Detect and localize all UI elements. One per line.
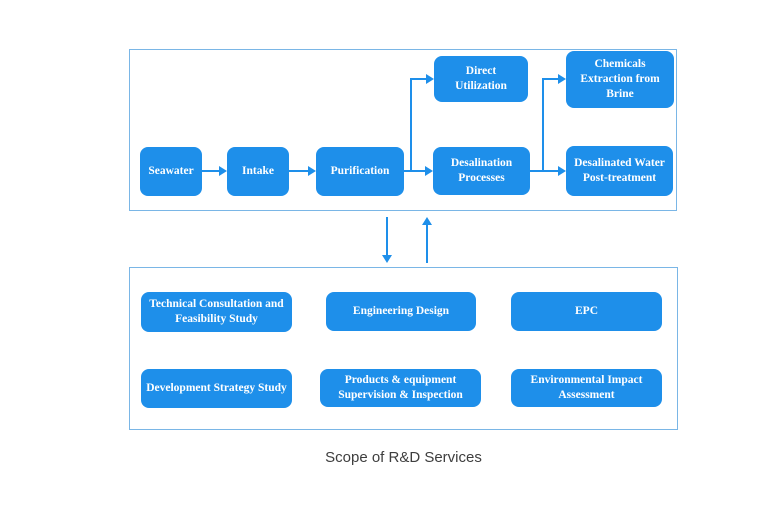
node-technical-consultation: Technical Consultation and Feasibility S… xyxy=(141,292,292,332)
arrow-purification-to-direct-utilization-head xyxy=(426,74,434,84)
arrow-services-to-flow-head xyxy=(422,217,432,225)
arrow-desalination-to-chemicals-head xyxy=(558,74,566,84)
node-engineering-design-label: Engineering Design xyxy=(352,304,450,317)
arrow-intake-to-purification-head xyxy=(308,166,316,176)
arrow-purification-to-direct-utilization-vline xyxy=(410,78,412,172)
node-epc: EPC xyxy=(511,292,662,331)
arrow-desalination-to-post-treatment-line xyxy=(530,170,558,172)
arrow-desalination-to-chemicals-hline xyxy=(542,78,558,80)
node-chemicals-extraction: Chemicals Extraction from Brine xyxy=(566,51,674,108)
node-technical-consultation-label: Technical Consultation and Feasibility S… xyxy=(149,297,284,325)
node-desalination-processes-label: Desalination Processes xyxy=(450,156,513,184)
arrow-services-to-flow-line xyxy=(426,225,428,263)
node-purification: Purification xyxy=(316,147,404,196)
node-purification-label: Purification xyxy=(330,164,390,177)
node-direct-utilization-label: Direct Utilization xyxy=(455,64,507,92)
arrow-desalination-to-post-treatment-head xyxy=(558,166,566,176)
arrow-flow-to-services-line xyxy=(386,217,388,255)
node-chemicals-extraction-label: Chemicals Extraction from Brine xyxy=(580,57,660,101)
node-intake: Intake xyxy=(227,147,289,196)
node-direct-utilization: Direct Utilization xyxy=(434,56,528,102)
arrow-purification-to-desalination-line xyxy=(404,170,425,172)
node-epc-label: EPC xyxy=(575,304,598,317)
arrow-purification-to-desalination-head xyxy=(425,166,433,176)
arrow-seawater-to-intake-head xyxy=(219,166,227,176)
node-seawater: Seawater xyxy=(140,147,202,196)
node-engineering-design: Engineering Design xyxy=(326,292,476,331)
arrow-desalination-to-chemicals-vline xyxy=(542,78,544,172)
arrow-seawater-to-intake-line xyxy=(202,170,219,172)
arrow-purification-to-direct-utilization-hline xyxy=(410,78,426,80)
node-environmental-impact-label: Environmental Impact Assessment xyxy=(530,373,643,401)
diagram-caption: Scope of R&D Services xyxy=(325,449,482,466)
arrow-flow-to-services-head xyxy=(382,255,392,263)
node-environmental-impact: Environmental Impact Assessment xyxy=(511,369,662,407)
node-seawater-label: Seawater xyxy=(148,164,194,177)
node-desalinated-water-post-treatment-label: Desalinated Water Post-treatment xyxy=(574,156,665,184)
node-products-equipment-label: Products & equipment Supervision & Inspe… xyxy=(338,373,463,401)
node-intake-label: Intake xyxy=(242,164,274,177)
node-desalinated-water-post-treatment: Desalinated Water Post-treatment xyxy=(566,146,673,196)
node-desalination-processes: Desalination Processes xyxy=(433,147,530,195)
node-development-strategy-label: Development Strategy Study xyxy=(146,381,287,394)
arrow-intake-to-purification-line xyxy=(289,170,308,172)
node-development-strategy: Development Strategy Study xyxy=(141,369,292,408)
node-products-equipment: Products & equipment Supervision & Inspe… xyxy=(320,369,481,407)
